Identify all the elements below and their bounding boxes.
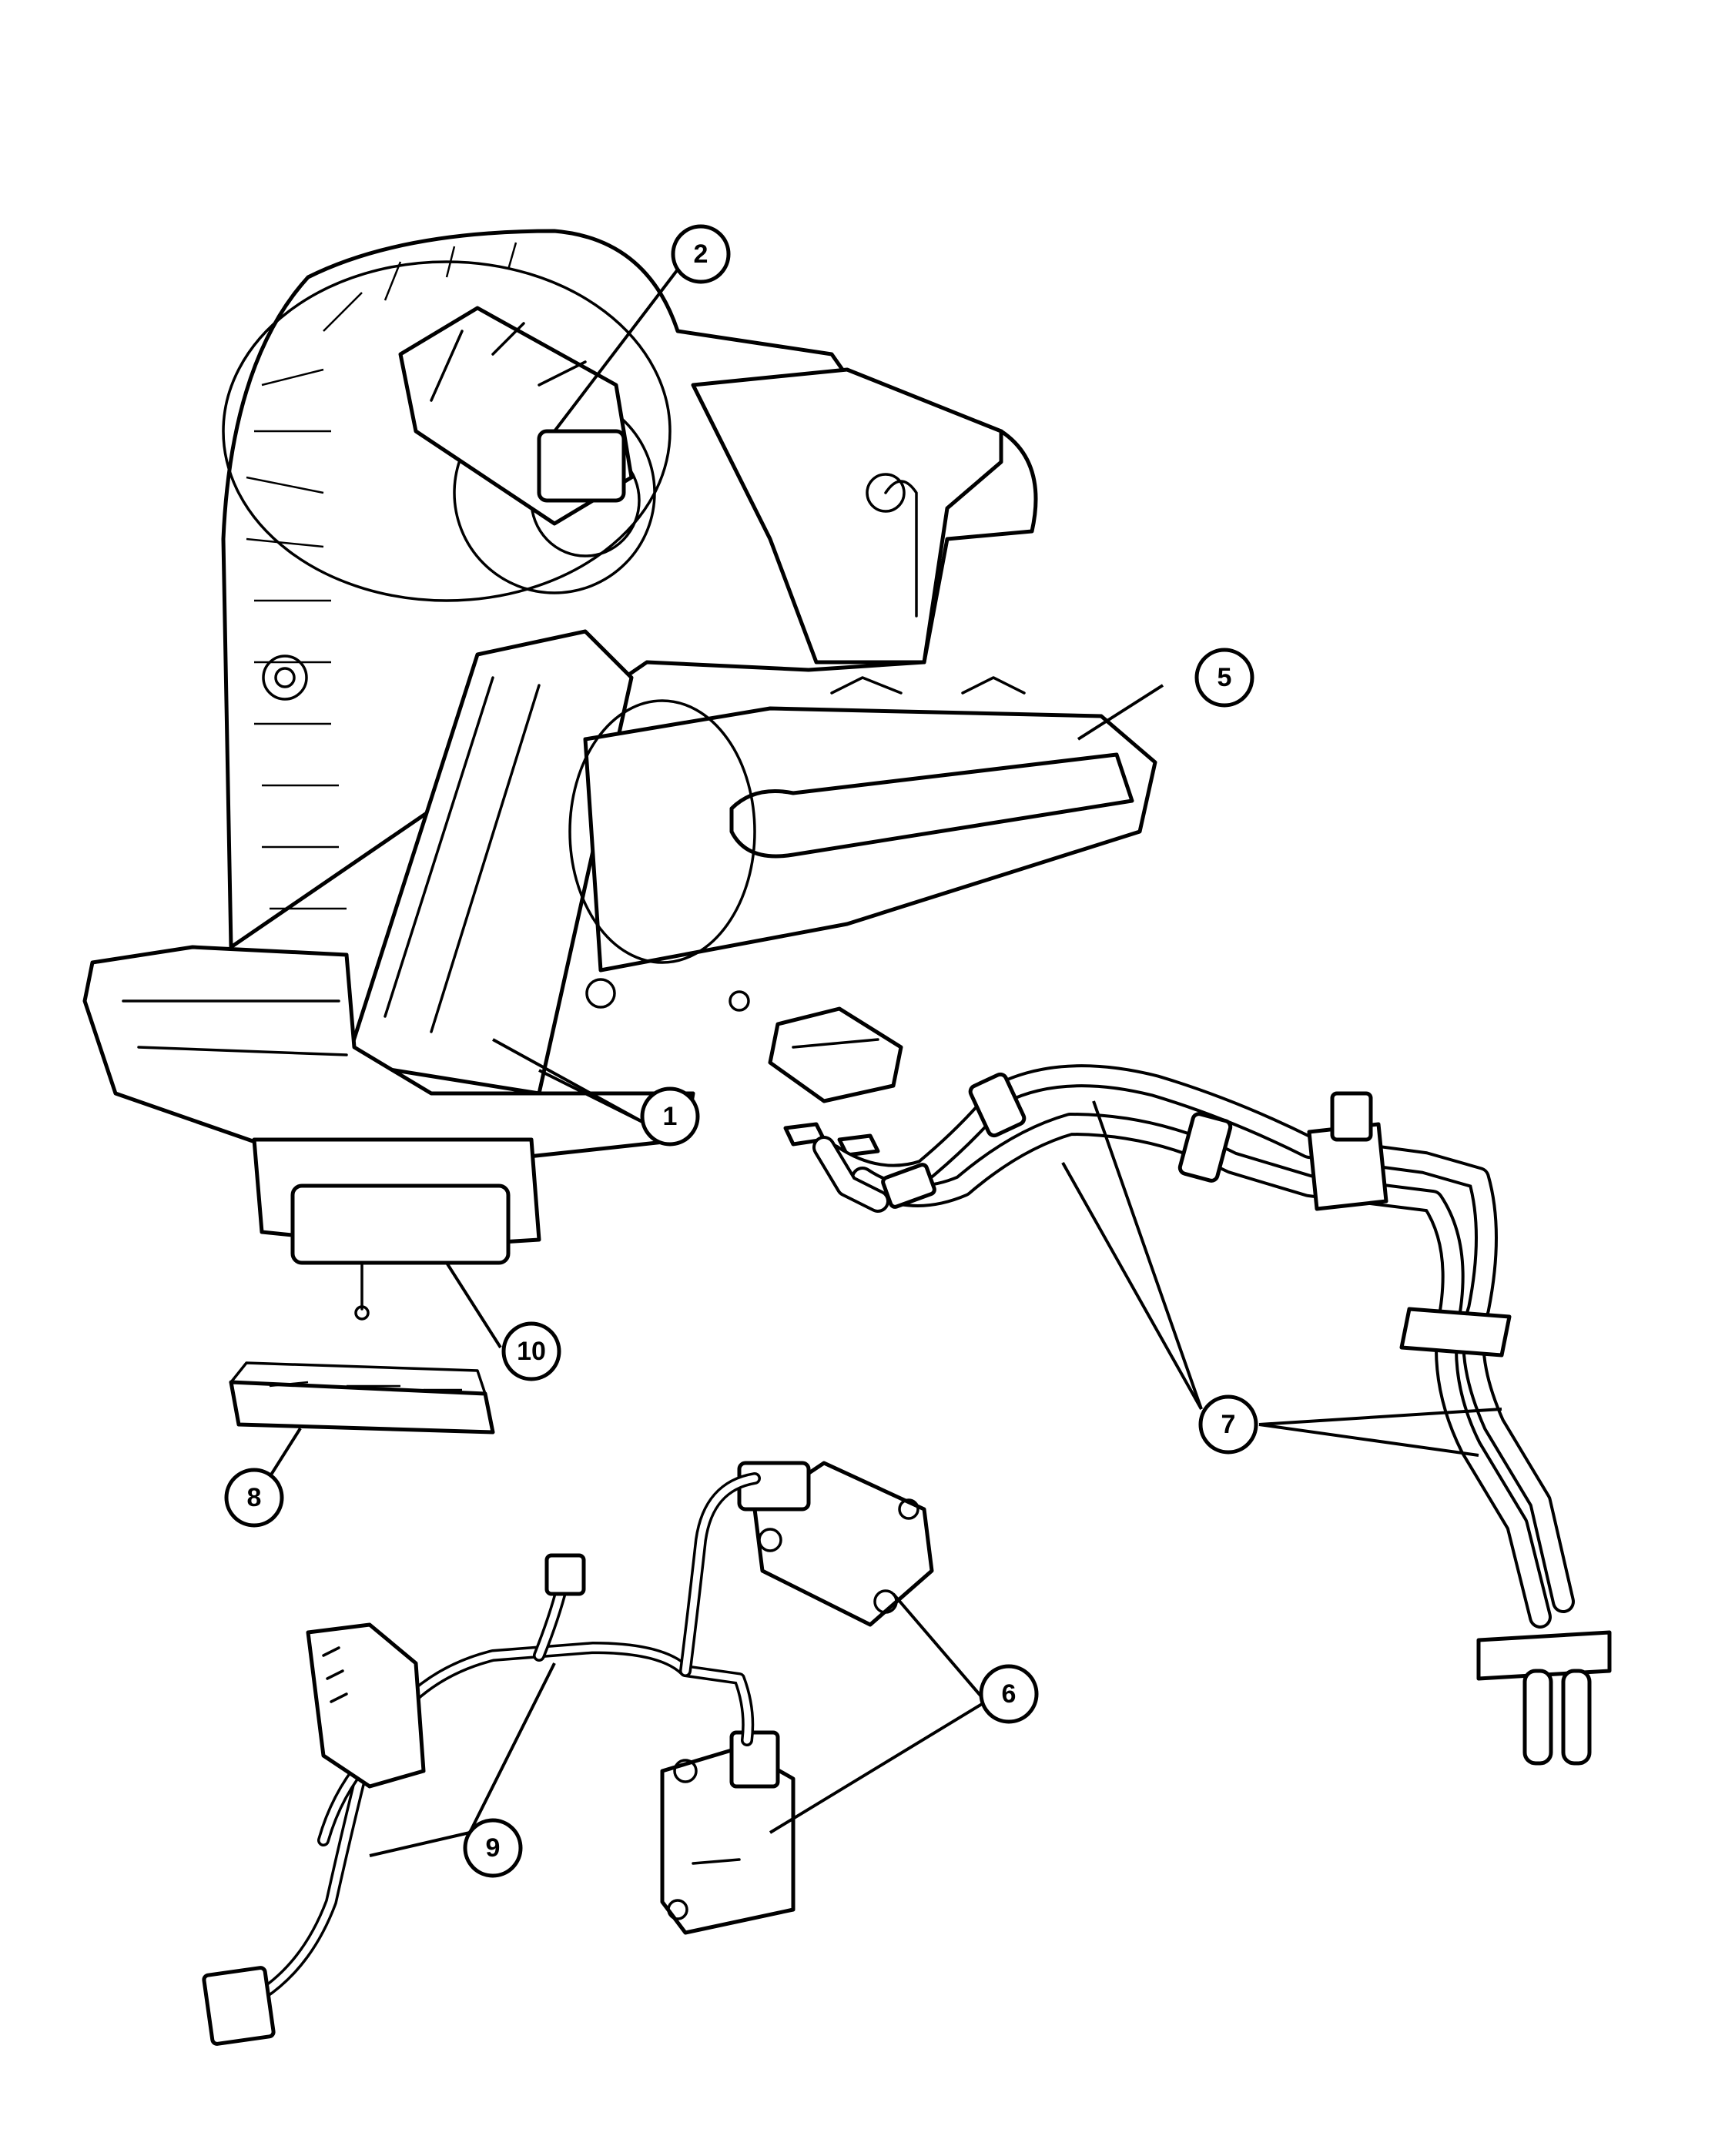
callout-9: 9 [463, 1818, 523, 1878]
callout-2: 2 [671, 224, 731, 284]
callout-8-label: 8 [247, 1483, 262, 1512]
callout-6-label: 6 [1002, 1679, 1017, 1709]
duct-bracket-group [768, 1006, 903, 1157]
callout-8: 8 [224, 1468, 284, 1528]
callout-10-label: 10 [517, 1337, 546, 1366]
callout-7-label: 7 [1221, 1410, 1236, 1439]
heater-hose-tube-assembly [812, 1064, 1612, 1766]
callout-1-label: 1 [663, 1102, 678, 1131]
callout-10: 10 [501, 1321, 561, 1381]
wire-harness [202, 1472, 761, 2046]
callout-9-label: 9 [486, 1833, 501, 1863]
actuator-lower [660, 1730, 796, 1935]
callout-6: 6 [979, 1664, 1039, 1724]
callout-1: 1 [640, 1086, 700, 1147]
callout-2-label: 2 [694, 239, 708, 269]
callout-5: 5 [1194, 648, 1254, 708]
callout-5-label: 5 [1218, 663, 1232, 692]
gasket-seal [229, 1361, 495, 1435]
callout-7: 7 [1198, 1394, 1258, 1455]
leader-lines [253, 268, 1502, 1857]
hvac-housing-assembly [82, 229, 1157, 1321]
actuator-upper [737, 1461, 934, 1627]
